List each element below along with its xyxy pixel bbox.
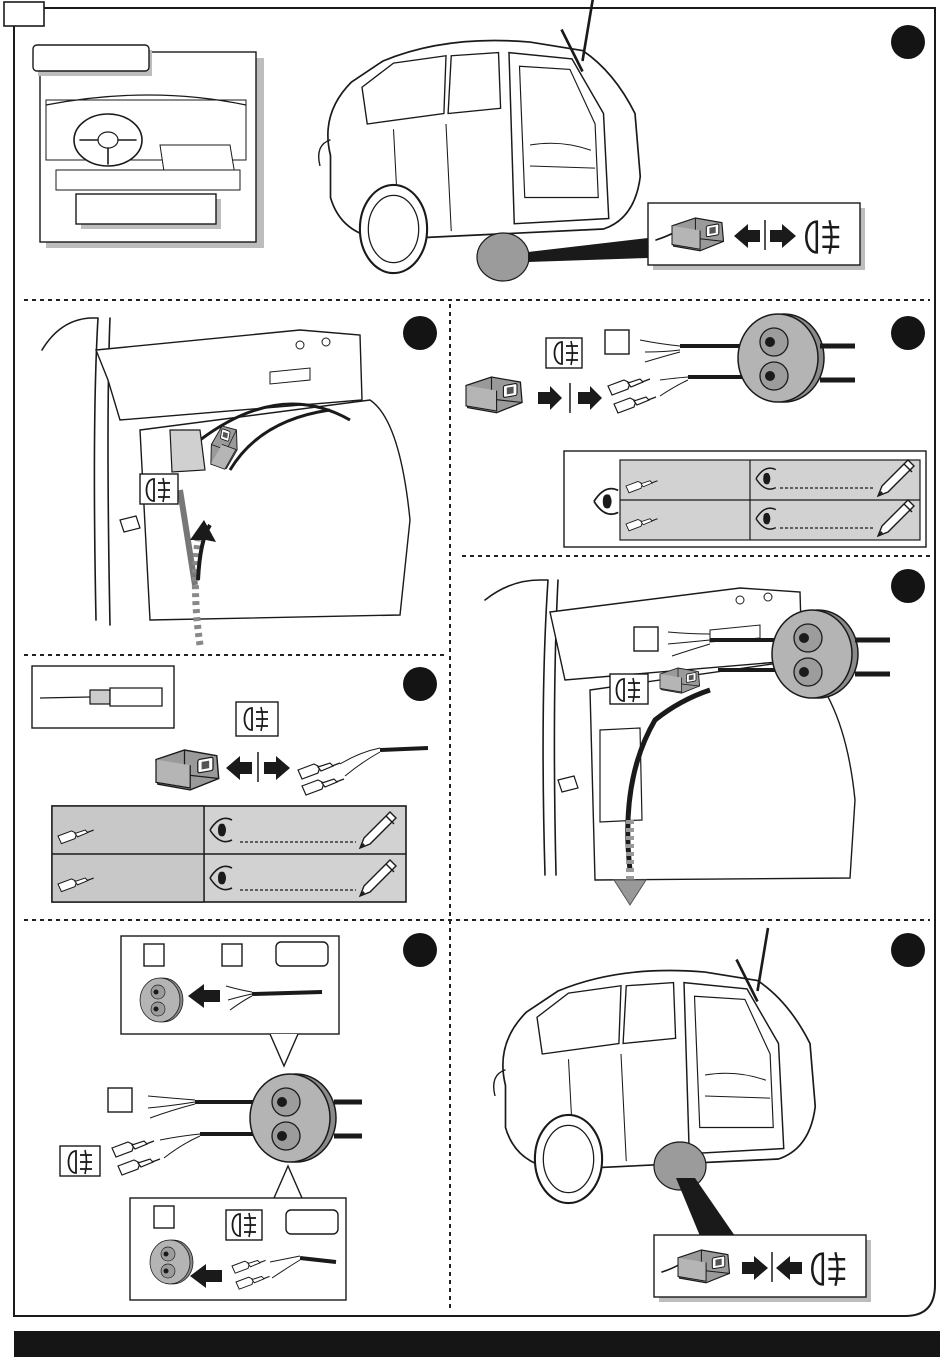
grommet-icon — [738, 314, 824, 402]
step-5-marker — [403, 667, 437, 701]
connector-icon — [466, 377, 522, 413]
step-3-panel — [466, 314, 926, 547]
footer-bar — [14, 1331, 940, 1357]
terminal-pin-icon — [118, 1159, 160, 1175]
step-4-marker — [891, 569, 925, 603]
step-5-panel — [32, 666, 428, 902]
step-6-marker — [403, 933, 437, 967]
label-box-a — [605, 330, 629, 354]
step-6-panel — [60, 936, 362, 1300]
step-2-marker — [403, 316, 437, 350]
step-4-panel — [485, 580, 890, 905]
terminal-pin-icon — [608, 379, 650, 395]
terminal-pin-icon — [112, 1141, 154, 1157]
callout-circle-1 — [477, 233, 529, 281]
page-label-tab — [4, 2, 44, 26]
grommet-icon — [150, 1240, 193, 1284]
terminal-pin-icon — [298, 763, 340, 779]
car-illustration-1 — [319, 0, 641, 273]
grommet-icon — [250, 1074, 336, 1162]
terminal-pin-icon — [614, 397, 656, 413]
dashboard-label-box — [76, 194, 216, 224]
arrow-icon — [578, 386, 602, 410]
arrow-icon — [538, 386, 562, 410]
step-7-marker — [891, 933, 925, 967]
step-2-panel — [42, 318, 410, 645]
release-tool-icon — [90, 690, 110, 704]
dashboard-label-tab — [33, 45, 149, 71]
step-1-marker — [891, 25, 925, 59]
step-7-panel — [494, 928, 871, 1302]
step-1-panel — [33, 0, 865, 281]
grommet-icon — [140, 978, 183, 1022]
arrow-icon — [264, 756, 290, 780]
connector-icon — [156, 750, 219, 790]
terminal-pin-icon — [302, 779, 344, 795]
arrow-icon — [226, 756, 252, 780]
step-3-marker — [891, 316, 925, 350]
grommet-icon — [772, 610, 858, 698]
